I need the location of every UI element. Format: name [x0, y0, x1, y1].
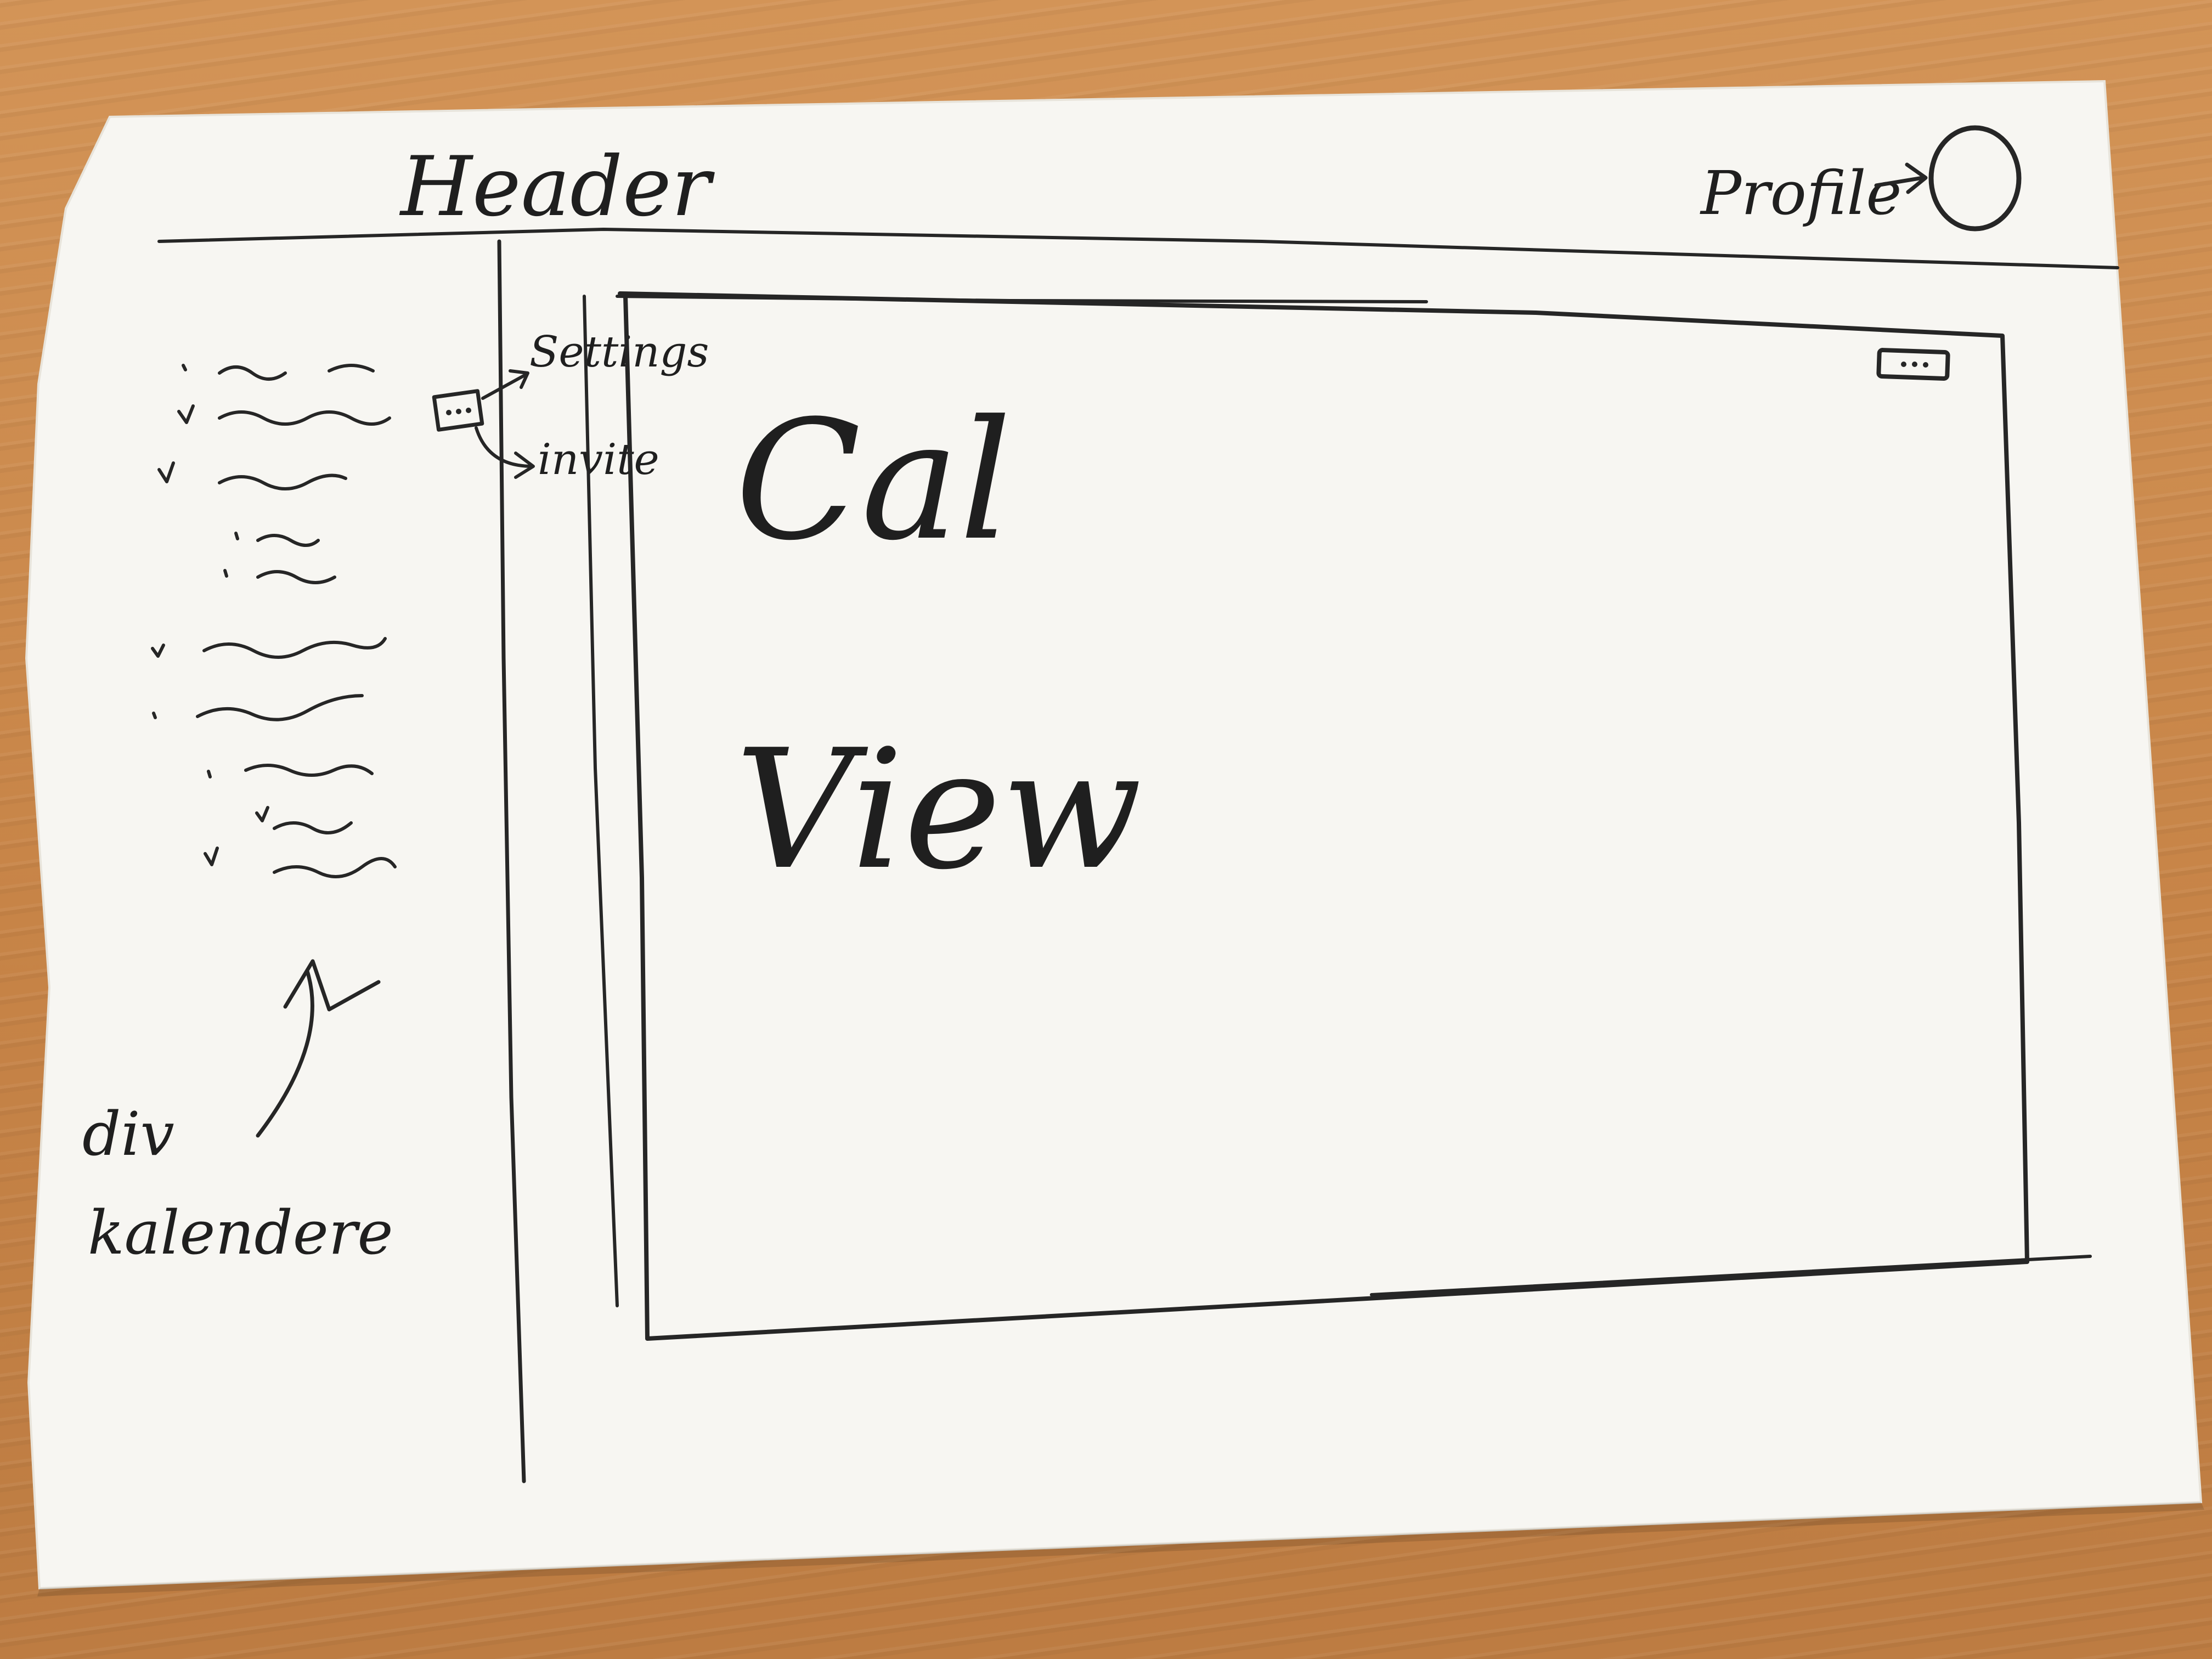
calendar-name-scribble: [256, 534, 320, 547]
checkbox-icon[interactable]: [234, 532, 239, 540]
invite-arrow: [475, 426, 535, 479]
menu-settings[interactable]: Settings: [529, 328, 709, 377]
checkbox-icon[interactable]: [177, 404, 195, 424]
list-item[interactable]: [151, 637, 387, 659]
header-title: Header: [399, 139, 715, 235]
calendar-name-scribble: [202, 637, 387, 659]
calendar-options-icon: [1901, 362, 1928, 368]
checkbox-icon[interactable]: [152, 712, 157, 719]
annotation-arrow: [256, 959, 381, 1138]
profile-arrow: [1874, 162, 1928, 194]
paper-shadow: [37, 1502, 2204, 1596]
checkbox-icon[interactable]: [207, 770, 212, 778]
profile-avatar-icon[interactable]: [1928, 125, 2022, 232]
profile-label[interactable]: Profile: [1700, 158, 1901, 228]
calendar-name-scribble: [218, 364, 375, 381]
settings-arrow: [481, 369, 529, 400]
calendar-name-scribble: [273, 857, 397, 878]
annotation-note-line2: kalendere: [88, 1198, 393, 1268]
list-item[interactable]: [255, 806, 353, 834]
list-item[interactable]: [223, 569, 336, 584]
list-item[interactable]: [207, 764, 374, 778]
list-item[interactable]: [152, 694, 364, 721]
checkbox-icon[interactable]: [204, 847, 219, 866]
checkbox-icon[interactable]: [255, 806, 269, 822]
calendar-name-scribble: [256, 570, 336, 584]
calendar-name-scribble: [218, 473, 347, 490]
calendar-options-button[interactable]: [1876, 348, 1950, 381]
calendar-name-scribble: [273, 821, 353, 834]
list-item[interactable]: [177, 404, 391, 426]
checkbox-icon[interactable]: [157, 461, 175, 483]
list-item[interactable]: [204, 847, 397, 878]
calendar-view-title-line2: View: [735, 714, 1142, 906]
calendar-view-title-line1: Cal: [735, 385, 1012, 577]
calendar-list: [151, 364, 397, 878]
calendar-view-frame: [618, 291, 2029, 1341]
list-item[interactable]: [157, 461, 347, 490]
paper-sheet: [25, 80, 2203, 1590]
checkbox-icon[interactable]: [182, 364, 187, 371]
calendar-name-scribble: [196, 694, 364, 721]
checkbox-icon[interactable]: [223, 569, 228, 578]
list-item[interactable]: [234, 532, 320, 547]
annotation-note-line1: div: [82, 1099, 174, 1169]
sidebar-divider: [497, 239, 526, 1483]
menu-invite[interactable]: invite: [538, 435, 659, 484]
checkbox-icon[interactable]: [151, 644, 165, 658]
more-options-icon: [446, 408, 471, 415]
more-options-button[interactable]: [432, 389, 484, 432]
calendar-view-bottom-edge: [1370, 1255, 2092, 1296]
header-divider: [157, 228, 2119, 269]
calendar-name-scribble: [218, 410, 391, 426]
list-item[interactable]: [182, 364, 375, 381]
calendar-name-scribble: [244, 764, 374, 777]
